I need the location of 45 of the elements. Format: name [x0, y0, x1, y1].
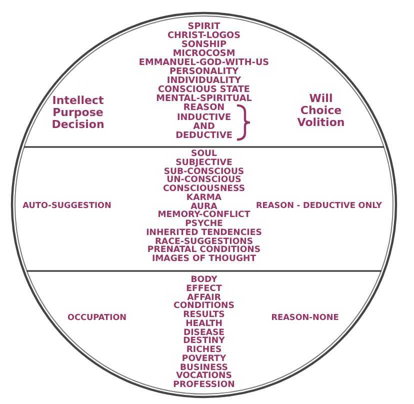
term-text: EMMANUEL-GOD-WITH-US	[138, 59, 270, 68]
side-label: Intellect Purpose Decision	[52, 95, 104, 131]
side-label: OCCUPATION	[67, 312, 127, 322]
term-text: PSYCHE	[185, 220, 223, 229]
term-text: PROFESSION	[173, 381, 235, 390]
term-text: PRENATAL CONDITIONS	[147, 246, 261, 255]
side-label: AUTO-SUGGESTION	[22, 200, 112, 210]
term-text: SOUL	[191, 150, 217, 159]
term-text: INDUCTIVE	[176, 114, 232, 122]
term-text: SONSHIP	[182, 41, 226, 50]
term-text: IMAGES OF THOUGHT	[152, 255, 256, 264]
term-text: REASON	[183, 104, 225, 114]
term-text: VOCATIONS	[176, 372, 232, 381]
term-text: CONDITIONS	[174, 302, 234, 311]
term-text: PERSONALITY	[169, 68, 239, 78]
term-text: BODY	[190, 276, 218, 285]
side-label: REASON-NONE	[271, 312, 339, 322]
side-label: REASON - DEDUCTIVE ONLY	[256, 200, 382, 210]
term-text: MENTAL-SPIRITUAL	[156, 95, 252, 104]
term-text: CHRIST-LOGOS	[167, 32, 240, 42]
term-text: CONSCIOUS STATE	[158, 86, 250, 96]
side-label: Will Choice Volition	[297, 93, 345, 129]
term-text: DESTINY	[183, 337, 225, 346]
term-text: AURA	[190, 202, 218, 212]
term-text: SUBJECTIVE	[176, 158, 232, 168]
term-text: DEDUCTIVE	[176, 132, 232, 141]
term-text: EFFECT	[186, 284, 222, 294]
term-text: MICROCOSM	[172, 50, 236, 60]
term-text: AFFAIR	[187, 294, 221, 302]
term-text: BUSINESS	[180, 364, 228, 372]
term-text: KARMA	[186, 194, 222, 202]
term-text: INHERITED TENDENCIES	[146, 228, 262, 238]
term-text: RICHES	[186, 346, 222, 355]
term-text: AND	[193, 122, 215, 132]
term-text: INDIVIDUALITY	[166, 77, 242, 86]
term-text: POVERTY	[182, 354, 226, 364]
term-text: SPIRIT	[188, 23, 220, 32]
term-text: RACE-SUGGESTIONS	[154, 238, 254, 246]
term-text: HEALTH	[186, 320, 222, 328]
term-text: UN-CONSCIOUS	[166, 176, 242, 185]
term-text: MEMORY-CONFLICT	[158, 211, 250, 220]
term-text: SUB-CONSCIOUS	[164, 168, 244, 176]
term-text: DISEASE	[183, 328, 225, 338]
term-text: CONSCIOUSNESS	[162, 185, 246, 194]
term-text: RESULTS	[183, 311, 225, 320]
